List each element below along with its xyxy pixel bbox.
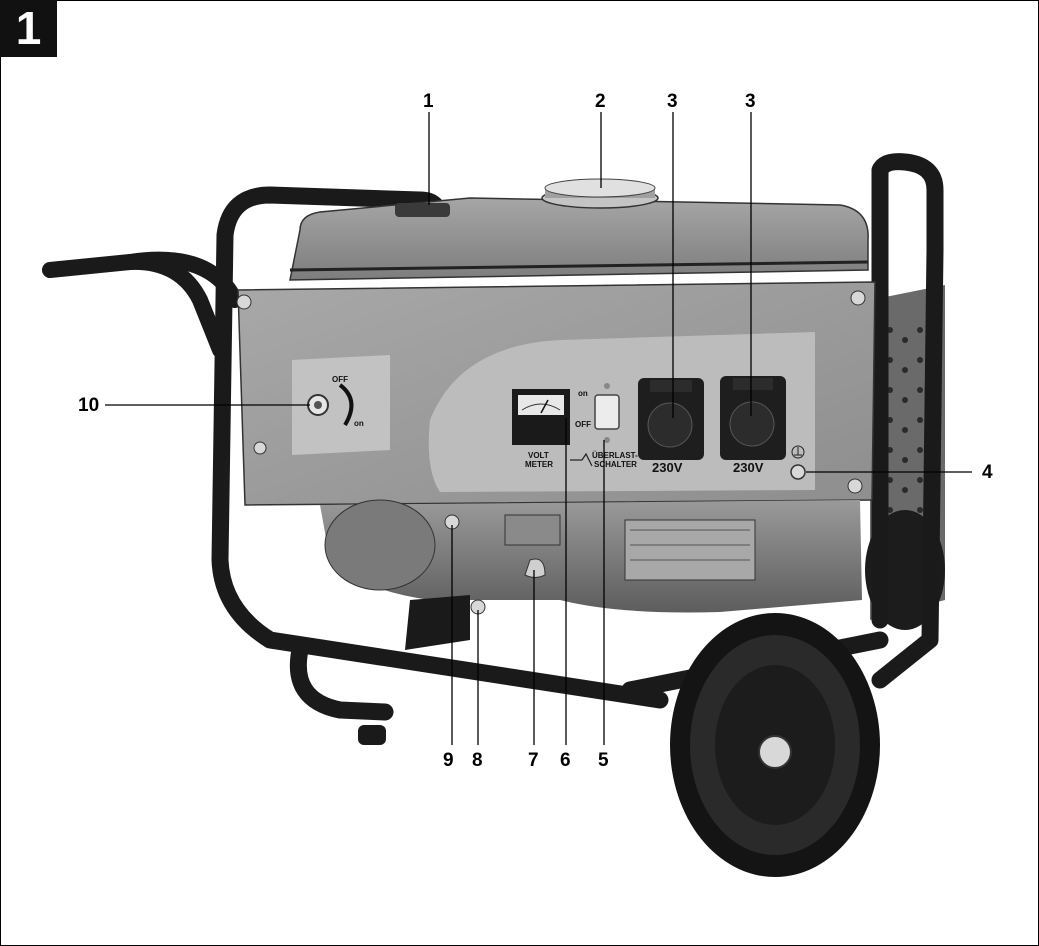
- ignition-off-label: OFF: [332, 375, 348, 384]
- callout-4: 4: [982, 462, 993, 483]
- choke-lever: [395, 203, 450, 217]
- callout-8: 8: [472, 750, 483, 771]
- socket-left-voltage: 230V: [652, 460, 683, 475]
- ignition-switch: OFF on: [307, 375, 364, 428]
- callout-6: 6: [560, 750, 571, 771]
- voltmeter: VOLT METER: [512, 389, 570, 469]
- engine-block: [320, 499, 862, 650]
- fuel-tank: [289, 197, 869, 281]
- socket-right-voltage: 230V: [733, 460, 764, 475]
- carry-handle: [42, 251, 243, 358]
- overload-label-line2: SCHALTER: [594, 460, 637, 469]
- voltmeter-label-line2: METER: [525, 460, 553, 469]
- front-wheel: [670, 613, 880, 877]
- breaker-on-label: on: [578, 389, 588, 398]
- voltmeter-label-line1: VOLT: [528, 451, 549, 460]
- leader-lines: [105, 112, 972, 745]
- socket-right: 230V: [720, 376, 786, 475]
- tube-frame: [211, 153, 944, 721]
- callout-9: 9: [443, 750, 454, 771]
- overload-breaker: on OFF ÜBERLAST- SCHALTER: [570, 383, 638, 469]
- callout-10: 10: [78, 395, 99, 416]
- callout-7: 7: [528, 750, 539, 771]
- socket-left: 230V: [638, 378, 704, 475]
- ignition-on-label: on: [354, 419, 364, 428]
- callout-5: 5: [598, 750, 609, 771]
- ground-terminal: [790, 445, 806, 480]
- breaker-off-label: OFF: [575, 420, 591, 429]
- overload-label-line1: ÜBERLAST-: [592, 451, 638, 460]
- figure-number-badge: 1: [0, 0, 57, 57]
- callout-3a: 3: [667, 91, 678, 112]
- callout-3b: 3: [745, 91, 756, 112]
- callout-labels: 1 2 3 3 4 5 6 7 8 9 10: [78, 91, 993, 771]
- callout-2: 2: [595, 91, 606, 112]
- callout-1: 1: [423, 91, 434, 112]
- support-foot: [358, 725, 386, 745]
- fuel-cap: [541, 178, 659, 209]
